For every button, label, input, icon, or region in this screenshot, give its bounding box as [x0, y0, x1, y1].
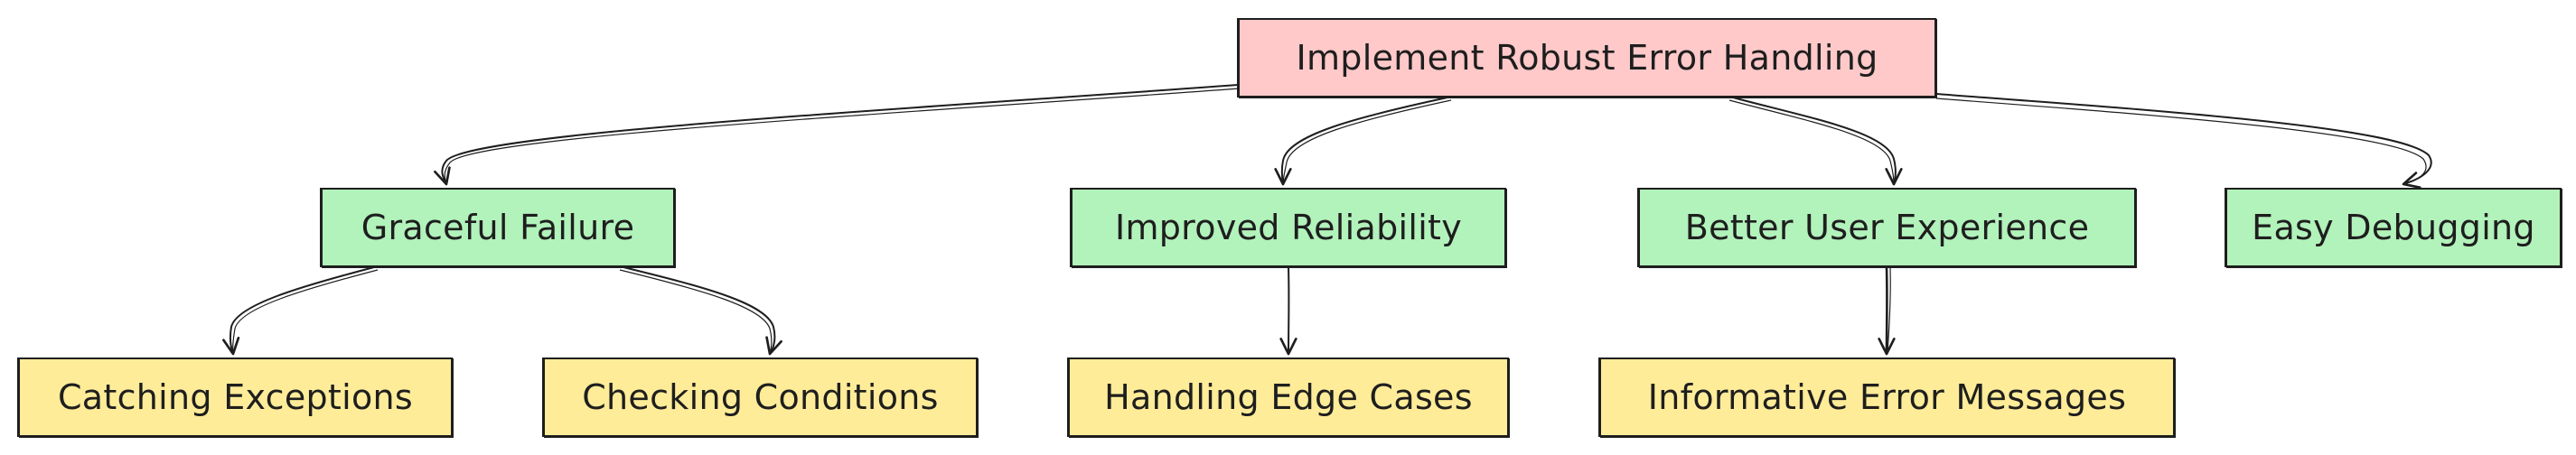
edge-root-to-improved-reliability: [1274, 97, 1452, 186]
node-implement-robust-error-handling: Implement Robust Error Handling: [1238, 18, 1936, 98]
edge-graceful-failure-to-catching-exceptions: [222, 266, 379, 356]
edge-graceful-failure-to-checking-conditions: [619, 266, 782, 356]
edge-root-to-graceful-failure: [434, 84, 1241, 186]
edge-better-user-experience-to-informative-error-messages: [1878, 266, 1896, 356]
node-catching-exceptions: Catching Exceptions: [18, 358, 453, 437]
node-graceful-failure: Graceful Failure: [321, 188, 675, 267]
node-checking-conditions: Checking Conditions: [543, 358, 978, 437]
edge-root-to-better-user-experience: [1728, 97, 1903, 186]
node-better-user-experience: Better User Experience: [1638, 188, 2136, 267]
node-handling-edge-cases: Handling Edge Cases: [1068, 358, 1509, 437]
node-improved-reliability: Improved Reliability: [1071, 188, 1506, 267]
edge-root-to-easy-debugging: [1935, 93, 2432, 189]
node-informative-error-messages: Informative Error Messages: [1599, 358, 2175, 437]
node-easy-debugging: Easy Debugging: [2225, 188, 2562, 267]
